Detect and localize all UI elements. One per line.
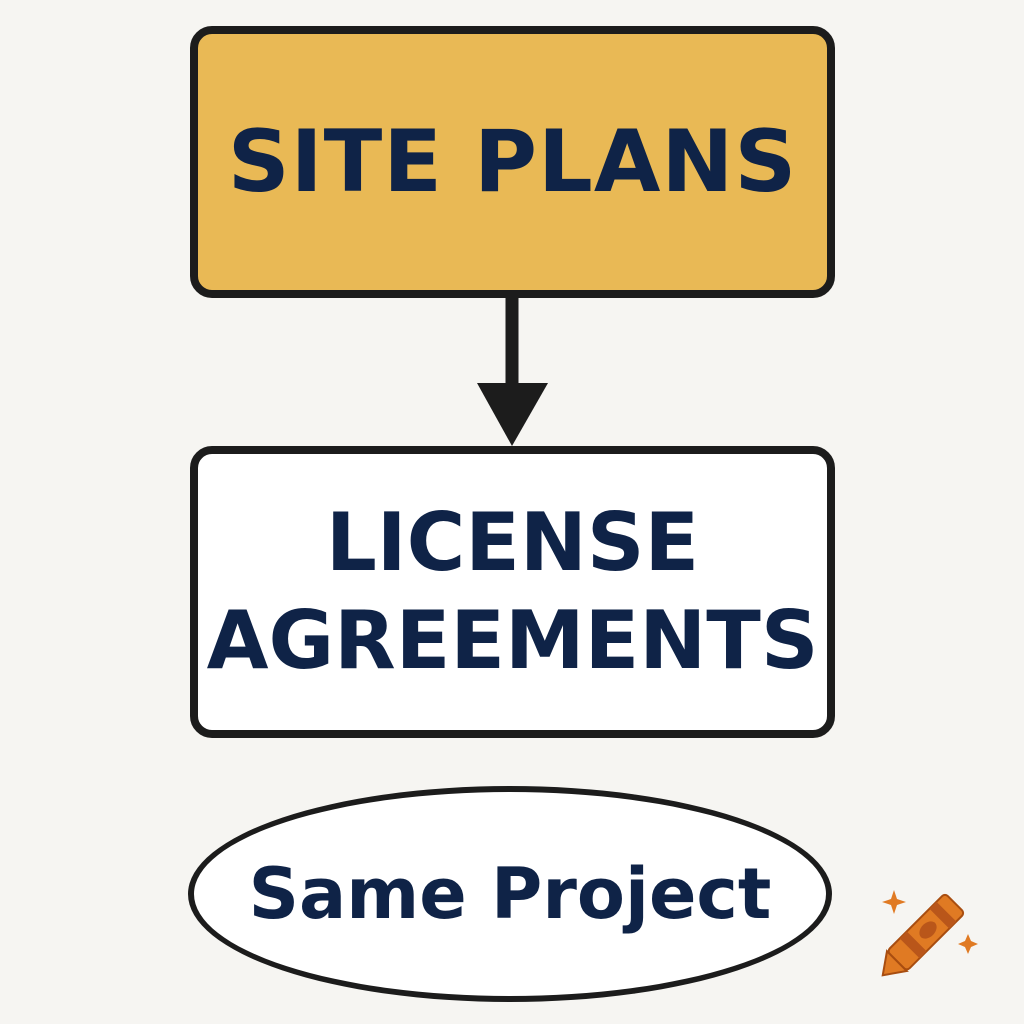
arrow-head [477,383,548,446]
same-project-node: Same Project [188,786,832,1002]
license-agreements-node: LICENSE AGREEMENTS [190,446,835,738]
crayon-sparkle-icon [881,890,978,977]
license-agreements-line-1: LICENSE [325,496,700,589]
license-agreements-line-2: AGREEMENTS [206,594,819,687]
same-project-label: Same Project [248,853,772,935]
site-plans-node: SITE PLANS [190,26,835,298]
site-plans-label: SITE PLANS [227,112,798,212]
